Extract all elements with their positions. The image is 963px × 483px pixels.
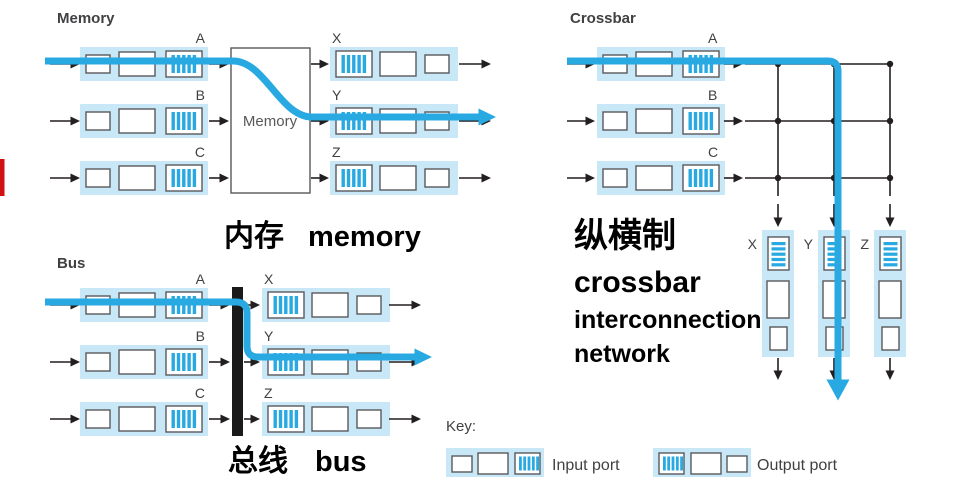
memory-output-port-row-z	[329, 160, 459, 196]
legend: Key: Input port Output port	[446, 418, 838, 477]
memory-input-port-row-c	[79, 160, 209, 196]
memory-input-label-a: A	[196, 30, 206, 46]
crossbar-title: Crossbar	[570, 10, 636, 27]
memory-caption-zh: 内存	[224, 220, 284, 253]
legend-input-port-swatch	[446, 448, 544, 477]
bus-input-label-c: C	[195, 385, 205, 401]
crossbar-output-label-z: Z	[860, 236, 869, 252]
crossbar-input-label-b: B	[708, 87, 717, 103]
bus-packet-path-a-to-y	[45, 298, 432, 366]
crossbar-output-stack-y	[817, 229, 851, 358]
bus-title: Bus	[57, 255, 85, 272]
crossbar-input-port-row-b	[596, 103, 726, 139]
memory-output-label-x: X	[332, 30, 342, 46]
bus-output-label-z: Z	[264, 385, 273, 401]
bus-caption-en: bus	[315, 446, 367, 478]
crossbar-stack-exit-arrows	[773, 358, 895, 380]
crossbar-switch-diagram: Crossbar A B C X Y Z 纵横制 crossbar interc…	[567, 10, 907, 401]
bus-output-port-row-x	[261, 287, 391, 323]
bus-bar	[232, 287, 243, 436]
legend-output-port-label: Output port	[757, 457, 838, 474]
crossbar-output-label-x: X	[748, 236, 758, 252]
bus-input-port-row-c	[79, 401, 209, 437]
memory-title: Memory	[57, 10, 115, 27]
memory-box-label: Memory	[243, 113, 298, 130]
bus-input-label-b: B	[196, 328, 205, 344]
memory-output-label-z: Z	[332, 144, 341, 160]
legend-title: Key:	[446, 418, 476, 435]
bus-input-port-row-b	[79, 344, 209, 380]
crossbar-caption-zh: 纵横制	[574, 217, 676, 255]
legend-input-port-label: Input port	[552, 457, 620, 474]
memory-input-label-b: B	[196, 87, 205, 103]
bus-output-port-row-z	[261, 401, 391, 437]
memory-input-label-c: C	[195, 144, 205, 160]
memory-box	[230, 47, 311, 194]
memory-packet-path-a-to-y	[45, 57, 496, 126]
bus-output-port-row-y	[261, 344, 391, 380]
memory-output-label-y: Y	[332, 87, 342, 103]
crossbar-input-label-a: A	[708, 30, 718, 46]
memory-output-port-row-y	[329, 103, 459, 139]
crossbar-packet-path-a-to-y	[567, 57, 850, 401]
crossbar-input-port-row-c	[596, 160, 726, 196]
crossbar-input-label-c: C	[708, 144, 718, 160]
crossbar-output-stack-x	[761, 229, 795, 358]
crossbar-caption-en-1: crossbar	[574, 266, 701, 299]
crossbar-output-label-y: Y	[804, 236, 814, 252]
crossbar-output-stack-z	[873, 229, 907, 358]
bus-output-label-x: X	[264, 271, 274, 287]
crossbar-caption-en-3: network	[574, 340, 670, 368]
memory-input-port-row-b	[79, 103, 209, 139]
bus-switch-diagram: Bus A B C X Y Z 总线 bus	[45, 255, 432, 478]
bus-input-label-a: A	[196, 271, 206, 287]
legend-output-port-swatch	[653, 448, 751, 477]
clipped-red-glyph	[0, 159, 5, 196]
memory-output-port-row-x	[329, 46, 459, 82]
memory-switch-diagram: Memory A B C X Y Z Memory 内存 memory	[45, 10, 496, 253]
bus-output-label-y: Y	[264, 328, 274, 344]
bus-caption-zh: 总线	[228, 445, 288, 478]
crossbar-caption-en-2: interconnection	[574, 306, 762, 334]
memory-caption-en: memory	[308, 221, 421, 253]
